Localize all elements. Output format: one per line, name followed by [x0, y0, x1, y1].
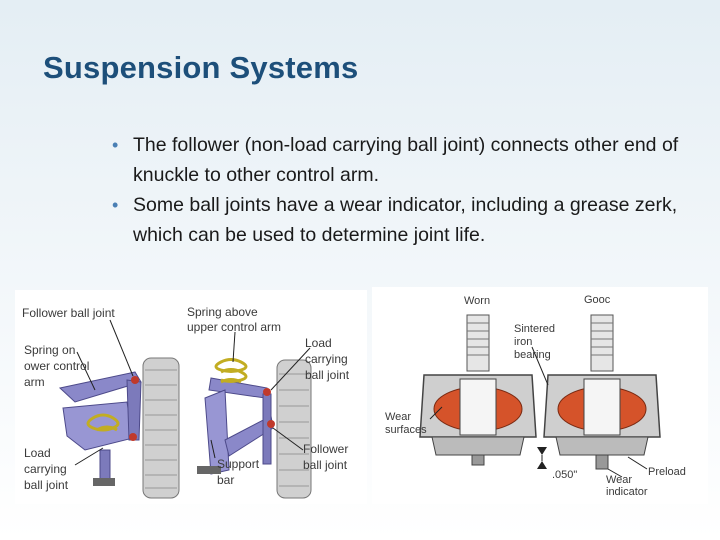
- label-spring-above: Spring above: [187, 305, 258, 319]
- label-wear-surfaces: surfaces: [385, 424, 427, 436]
- leader-lines: [74, 319, 311, 466]
- label-spring-on: ower control: [24, 359, 89, 373]
- label-good: Gooc: [584, 294, 611, 306]
- label-load-carrying: Load: [305, 336, 332, 350]
- leader-lines: [429, 346, 648, 478]
- label-wear-surfaces: Wear: [385, 411, 411, 423]
- measurement-arrows-icon: [537, 447, 547, 469]
- label-wear-indicator: Wear: [606, 474, 632, 486]
- label-load-carrying: carrying: [24, 462, 67, 476]
- label-load-carrying: ball joint: [24, 478, 69, 492]
- label-load-carrying: Load: [24, 446, 51, 460]
- good-ball-joint: [543, 314, 661, 470]
- label-follower-ball-joint: Follower: [303, 442, 348, 456]
- label-preload: Preload: [648, 466, 686, 478]
- ball-joint-illustration: Worn Gooc Sintered iron bearing Wear sur…: [385, 294, 686, 498]
- label-sintered-bearing: Sintered: [514, 323, 555, 335]
- left-tire-illustration: [142, 357, 180, 499]
- label-wear-indicator: indicator: [606, 486, 648, 498]
- ball-joint-icon: [263, 388, 271, 396]
- ball-joint-icon: [131, 376, 139, 384]
- label-spring-on: arm: [24, 375, 45, 389]
- suspension-illustration: Follower ball joint Spring above upper c…: [22, 305, 350, 499]
- label-follower-ball-joint: Follower ball joint: [22, 306, 115, 320]
- label-measurement: .050": [552, 469, 577, 481]
- bullet-dot-icon: •: [112, 195, 119, 215]
- ball-joint-icon: [129, 433, 137, 441]
- worn-ball-joint: [419, 314, 537, 466]
- bullet-item: • The follower (non-load carrying ball jo…: [112, 130, 692, 190]
- label-follower-ball-joint: ball joint: [303, 458, 348, 472]
- left-control-arms: [58, 371, 142, 486]
- label-sintered-bearing: bearing: [514, 349, 551, 361]
- label-support-bar: bar: [217, 473, 234, 487]
- ball-joint-figure: Worn Gooc Sintered iron bearing Wear sur…: [372, 287, 708, 504]
- label-worn: Worn: [464, 295, 490, 307]
- label-spring-above: upper control arm: [187, 320, 281, 334]
- right-coil-spring: [214, 358, 248, 384]
- slide-title: Suspension Systems: [43, 50, 359, 85]
- bullet-list: • The follower (non-load carrying ball jo…: [112, 130, 692, 250]
- label-spring-on: Spring on: [24, 343, 75, 357]
- ball-joint-icon: [267, 420, 275, 428]
- bullet-text: The follower (non-load carrying ball joi…: [133, 134, 679, 186]
- label-support-bar: Support: [217, 457, 260, 471]
- right-tire-illustration: [276, 359, 312, 499]
- label-load-carrying: carrying: [305, 352, 348, 366]
- left-coil-spring: [86, 413, 120, 432]
- label-load-carrying: ball joint: [305, 368, 350, 382]
- suspension-figure: Follower ball joint Spring above upper c…: [15, 290, 367, 504]
- label-sintered-bearing: iron: [514, 336, 532, 348]
- bullet-item: • Some ball joints have a wear indicator,…: [112, 190, 692, 250]
- bullet-dot-icon: •: [112, 135, 119, 155]
- bullet-text: Some ball joints have a wear indicator, …: [133, 194, 678, 246]
- right-control-arms: [197, 377, 274, 475]
